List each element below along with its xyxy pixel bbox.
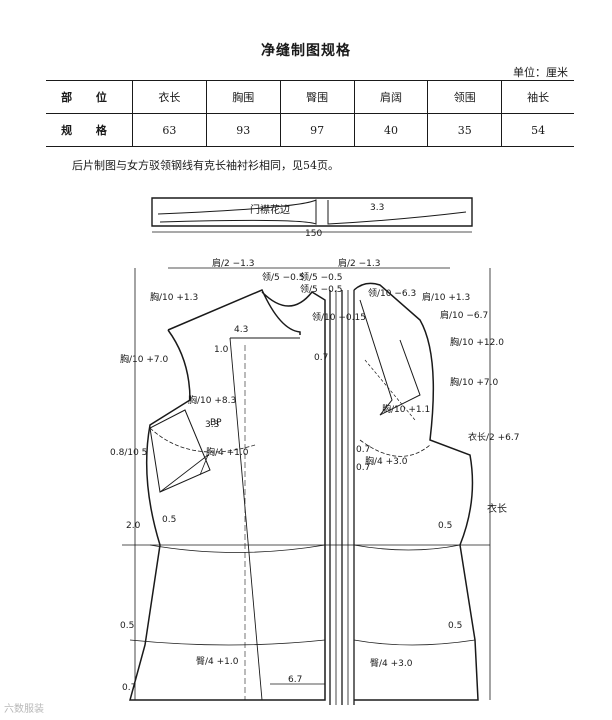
label-right-side-a: 胸/10 +12.0 <box>450 336 504 348</box>
table-row: 规 格 63 93 97 40 35 54 <box>46 113 574 147</box>
table-cell: 93 <box>205 113 281 147</box>
bodice-pattern <box>122 267 491 705</box>
table-cell: 40 <box>353 113 428 147</box>
watermark: 六数服装 <box>4 704 44 715</box>
table-cell: 97 <box>279 113 355 147</box>
label-4-3: 4.3 <box>234 325 248 335</box>
table-row-label: 规 格 <box>46 113 133 147</box>
label-neck-b: 领/5 −0.5 <box>300 271 342 283</box>
label-right-side-b: 胸/10 +7.0 <box>450 376 498 388</box>
placket-label: 门襟花边 <box>250 203 290 216</box>
label-right-dart: 胸/10 +1.1 <box>382 403 430 415</box>
label-0-5-c: 0.5 <box>120 621 134 631</box>
label-right-side-c: 衣长/2 +6.7 <box>468 431 519 443</box>
table-header-cell: 袖长 <box>501 80 574 114</box>
spec-table: 部 位 衣长 胸围 臀围 肩阔 领围 袖长 规 格 63 93 97 40 35… <box>46 80 574 147</box>
label-neck-c: 领/10 −0.15 <box>312 311 366 323</box>
label-right-chest: 胸/4 +3.0 <box>365 455 408 467</box>
label-1-0: 1.0 <box>214 345 229 355</box>
label-dart-small: 0.8/10 5 <box>110 448 147 458</box>
note-text: 后片制图与女方驳领钢线有克长袖衬衫相同，见54页。 <box>72 159 339 172</box>
page-title: 净缝制图规格 <box>261 43 351 59</box>
label-chest-depth: 胸/4 +1.0 <box>206 446 249 458</box>
label-bp: 胸/10 +8.3 <box>188 394 236 406</box>
label-shoulder-height: 肩/10 +1.3 <box>422 291 470 303</box>
label-0-7-c: 0.7 <box>356 463 370 473</box>
label-shoulder-right: 肩/2 −1.3 <box>338 257 380 269</box>
table-header-cell: 衣长 <box>132 80 207 114</box>
draft-labels: 肩/2 −1.3 肩/2 −1.3 领/5 −0.5 领/5 −0.5 领/5 … <box>110 257 519 693</box>
label-0-7-b: 0.7 <box>356 445 370 455</box>
table-header-cell: 领围 <box>427 80 502 114</box>
label-neck-a: 领/5 −0.5 <box>262 271 304 283</box>
placket-length: 150 <box>305 229 322 239</box>
placket-diagram: 门襟花边 3.3 150 <box>151 197 473 239</box>
label-2-0: 2.0 <box>126 521 141 531</box>
label-length: 衣长 <box>487 502 507 515</box>
label-hem-right: 臀/4 +3.0 <box>370 658 413 669</box>
label-0-5-b: 0.5 <box>438 521 452 531</box>
label-front-neck: 领/10 −6.3 <box>368 287 416 299</box>
table-header-row: 部 位 衣长 胸围 臀围 肩阔 领围 袖长 <box>46 80 574 114</box>
label-0-5-d: 0.5 <box>448 621 462 631</box>
table-cell: 54 <box>501 113 574 147</box>
table-header-cell: 臀围 <box>279 80 355 114</box>
label-0-7-a: 0.7 <box>314 353 328 363</box>
label-shoulder-left: 肩/2 −1.3 <box>212 257 254 269</box>
placket-width: 3.3 <box>370 203 384 213</box>
label-hem-0-7: 0.7 <box>122 683 136 693</box>
table-cell: 63 <box>132 113 207 147</box>
label-armhole: 肩/10 −6.7 <box>440 309 488 321</box>
table-header-label: 部 位 <box>46 80 133 114</box>
unit-label: 单位：厘米 <box>513 66 568 79</box>
label-back-height: 胸/10 +1.3 <box>150 291 198 303</box>
label-bp-point: BP <box>210 418 222 428</box>
label-left-side: 胸/10 +7.0 <box>120 353 168 365</box>
label-6-7: 6.7 <box>288 675 302 685</box>
table-cell: 35 <box>427 113 502 147</box>
label-hem-left: 臀/4 +1.0 <box>196 656 239 667</box>
label-0-5-a: 0.5 <box>162 515 176 525</box>
label-neck-drop: 领/5 −0.5 <box>300 283 342 295</box>
label-3-3: 3.3 <box>205 420 219 430</box>
